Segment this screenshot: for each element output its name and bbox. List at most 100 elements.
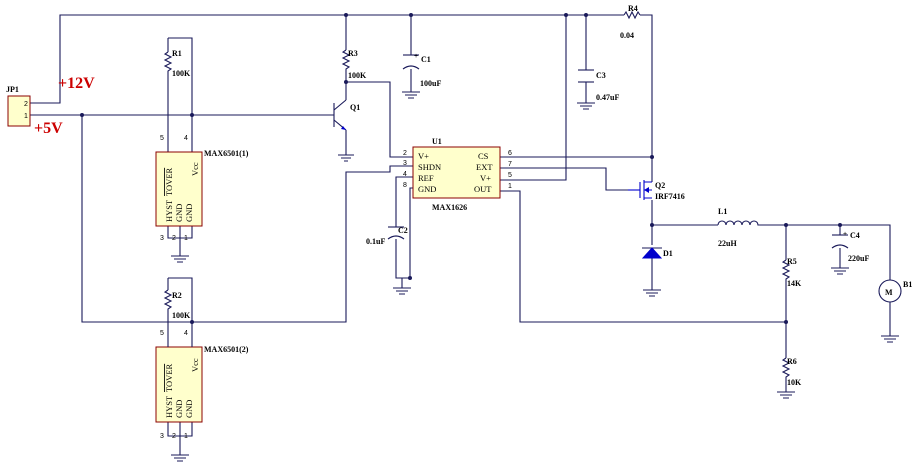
r1-ref: R1	[172, 49, 182, 58]
u1-pin-left-1: 2	[403, 150, 407, 157]
junctions	[80, 13, 842, 324]
c1-ref: C1	[421, 55, 431, 64]
jp1-pin2: 2	[24, 101, 28, 108]
sensor1-pin-4: 4	[184, 135, 188, 142]
sensor2-pin-1: 1	[184, 433, 188, 440]
c4-ref: C4	[850, 231, 860, 240]
sensor1-gnd2: GND	[184, 204, 194, 222]
resistor-r6: R6 10K	[781, 357, 802, 387]
ic-max6501-1: MAX6501(1) 5 4 3 2 1 HYST TOVER GND GND …	[155, 134, 249, 242]
svg-text:+: +	[843, 231, 847, 238]
capacitor-c2: C2 0.1uF	[366, 226, 408, 246]
u1-name-left-1: V+	[418, 151, 429, 161]
diode-d1: D1	[641, 247, 673, 259]
sensor2-pin-5: 5	[160, 330, 164, 337]
resistor-r2: R2 100K	[163, 289, 191, 320]
capacitor-c1: + C1 100uF	[402, 53, 441, 88]
inductor-l1: L1 22uH	[717, 207, 764, 248]
u1-name-right-3: V+	[480, 173, 491, 183]
r2-value: 100K	[172, 311, 191, 320]
u1-value: MAX1626	[432, 203, 467, 212]
ground-icon	[171, 255, 189, 263]
ground-icon	[338, 154, 354, 162]
sensor1-value: MAX6501(1)	[204, 149, 249, 158]
transistor-q2: Q2 IRF7416	[628, 180, 685, 201]
u1-name-right-1: CS	[478, 151, 489, 161]
motor-symbol: M	[885, 288, 893, 297]
jp1-ref: JP1	[6, 85, 19, 94]
ground-icon	[831, 267, 849, 275]
ground-icon	[402, 91, 420, 99]
l1-value: 22uH	[718, 239, 737, 248]
c1-value: 100uF	[420, 79, 441, 88]
c2-value: 0.1uF	[366, 237, 385, 246]
u1-pin-right-3: 5	[508, 172, 512, 179]
r5-ref: R5	[787, 257, 797, 266]
ic-u1: U1 MAX1626 2 3 4 8 V+ SHDN REF GND CS EX…	[403, 137, 512, 212]
ic-max6501-2: MAX6501(2) 5 4 3 2 1 HYST TOVER GND GND …	[155, 330, 249, 440]
sensor2-pin-2: 2	[172, 433, 176, 440]
resistor-r4: R4 0.04	[620, 4, 641, 40]
c3-ref: C3	[596, 71, 606, 80]
sensor2-value: MAX6501(2)	[204, 345, 249, 354]
q2-ref: Q2	[655, 181, 665, 190]
r2-ref: R2	[172, 291, 182, 300]
r6-value: 10K	[787, 378, 802, 387]
r3-value: 100K	[348, 71, 367, 80]
sensor2-gnd2: GND	[184, 400, 194, 418]
ground-icon	[577, 102, 595, 110]
c2-ref: C2	[398, 226, 408, 235]
capacitor-c4: + C4 220uF	[831, 231, 869, 263]
u1-pin-right-2: 7	[508, 161, 512, 168]
u1-pin-right-1: 6	[508, 150, 512, 157]
c3-value: 0.47uF	[596, 93, 619, 102]
motor-b1: M B1	[878, 279, 912, 303]
jp1-pin1: 1	[24, 113, 28, 120]
c4-value: 220uF	[848, 254, 869, 263]
u1-name-left-3: REF	[418, 173, 434, 183]
sensor2-vcc: Vcc	[190, 358, 200, 372]
u1-name-right-2: EXT	[476, 162, 493, 172]
r4-value: 0.04	[620, 31, 634, 40]
u1-ref: U1	[432, 137, 442, 146]
r4-ref: R4	[628, 4, 638, 13]
label-5v: +5V	[34, 120, 63, 137]
u1-pin-left-3: 4	[403, 171, 407, 178]
r6-ref: R6	[787, 357, 797, 366]
sensor2-pin-3: 3	[160, 433, 164, 440]
label-12v: +12V	[58, 75, 95, 92]
sensor1-hyst: HYST	[164, 199, 174, 222]
r1-value: 100K	[172, 69, 191, 78]
ground-icon	[881, 335, 899, 343]
ground-symbols	[171, 91, 899, 462]
ground-icon	[643, 289, 661, 297]
d1-ref: D1	[663, 249, 673, 258]
u1-name-left-2: SHDN	[418, 162, 441, 172]
sensor2-pin-4: 4	[184, 330, 188, 337]
sensor1-tover: TOVER	[164, 167, 174, 196]
ground-icon	[393, 287, 411, 295]
sensor1-pin-5: 5	[160, 135, 164, 142]
u1-name-right-4: OUT	[474, 184, 492, 194]
sensor2-hyst: HYST	[164, 395, 174, 418]
capacitor-c3: C3 0.47uF	[578, 69, 619, 102]
ground-icon	[171, 454, 189, 462]
wires	[8, 14, 891, 455]
u1-pin-left-2: 3	[403, 160, 407, 167]
u1-name-left-4: GND	[418, 184, 436, 194]
resistor-r5: R5 14K	[781, 257, 802, 288]
sensor1-pin-3: 3	[160, 235, 164, 242]
sensor1-pin-2: 2	[172, 235, 176, 242]
svg-text:+: +	[414, 53, 418, 60]
q2-value: IRF7416	[655, 192, 685, 201]
connector-jp1: JP1 2 1	[6, 85, 31, 127]
resistor-r1: R1 100K	[163, 49, 191, 78]
r3-ref: R3	[348, 49, 358, 58]
sensor1-gnd1: GND	[174, 204, 184, 222]
ground-icon	[777, 391, 795, 399]
q1-ref: Q1	[350, 103, 360, 112]
sensor1-vcc: Vcc	[190, 162, 200, 176]
sensor2-tover: TOVER	[164, 363, 174, 392]
transistor-q1: Q1	[333, 99, 360, 131]
